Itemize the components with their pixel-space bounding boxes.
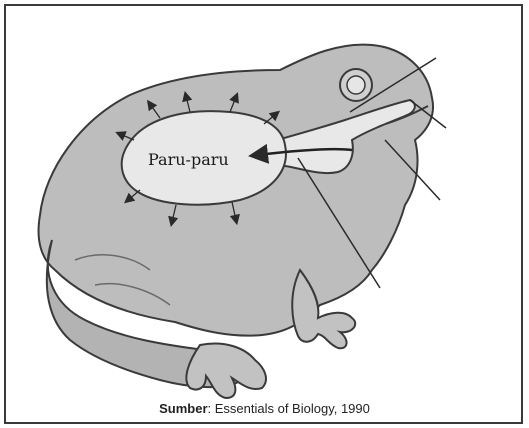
source-text: : Essentials of Biology, 1990 (208, 401, 370, 416)
lung-label: Paru-paru (148, 150, 229, 169)
source-label: Sumber (159, 401, 207, 416)
hind-foot (186, 343, 266, 398)
source-caption: Sumber: Essentials of Biology, 1990 (0, 401, 529, 416)
